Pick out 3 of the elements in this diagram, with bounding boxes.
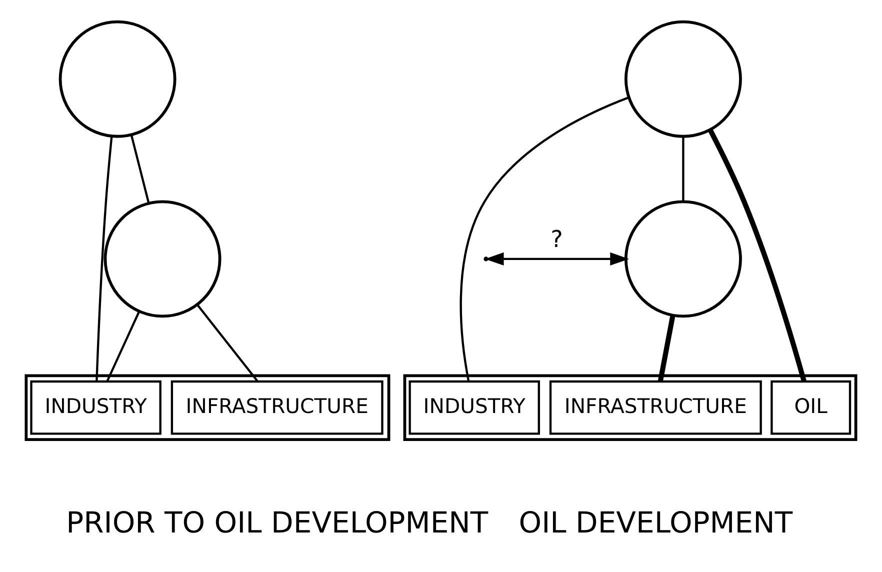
edge-label: ?	[550, 226, 563, 253]
label: OIL DEVELOPMENT	[518, 504, 793, 539]
label: PRIOR TO OIL DEVELOPMENT	[66, 504, 488, 539]
